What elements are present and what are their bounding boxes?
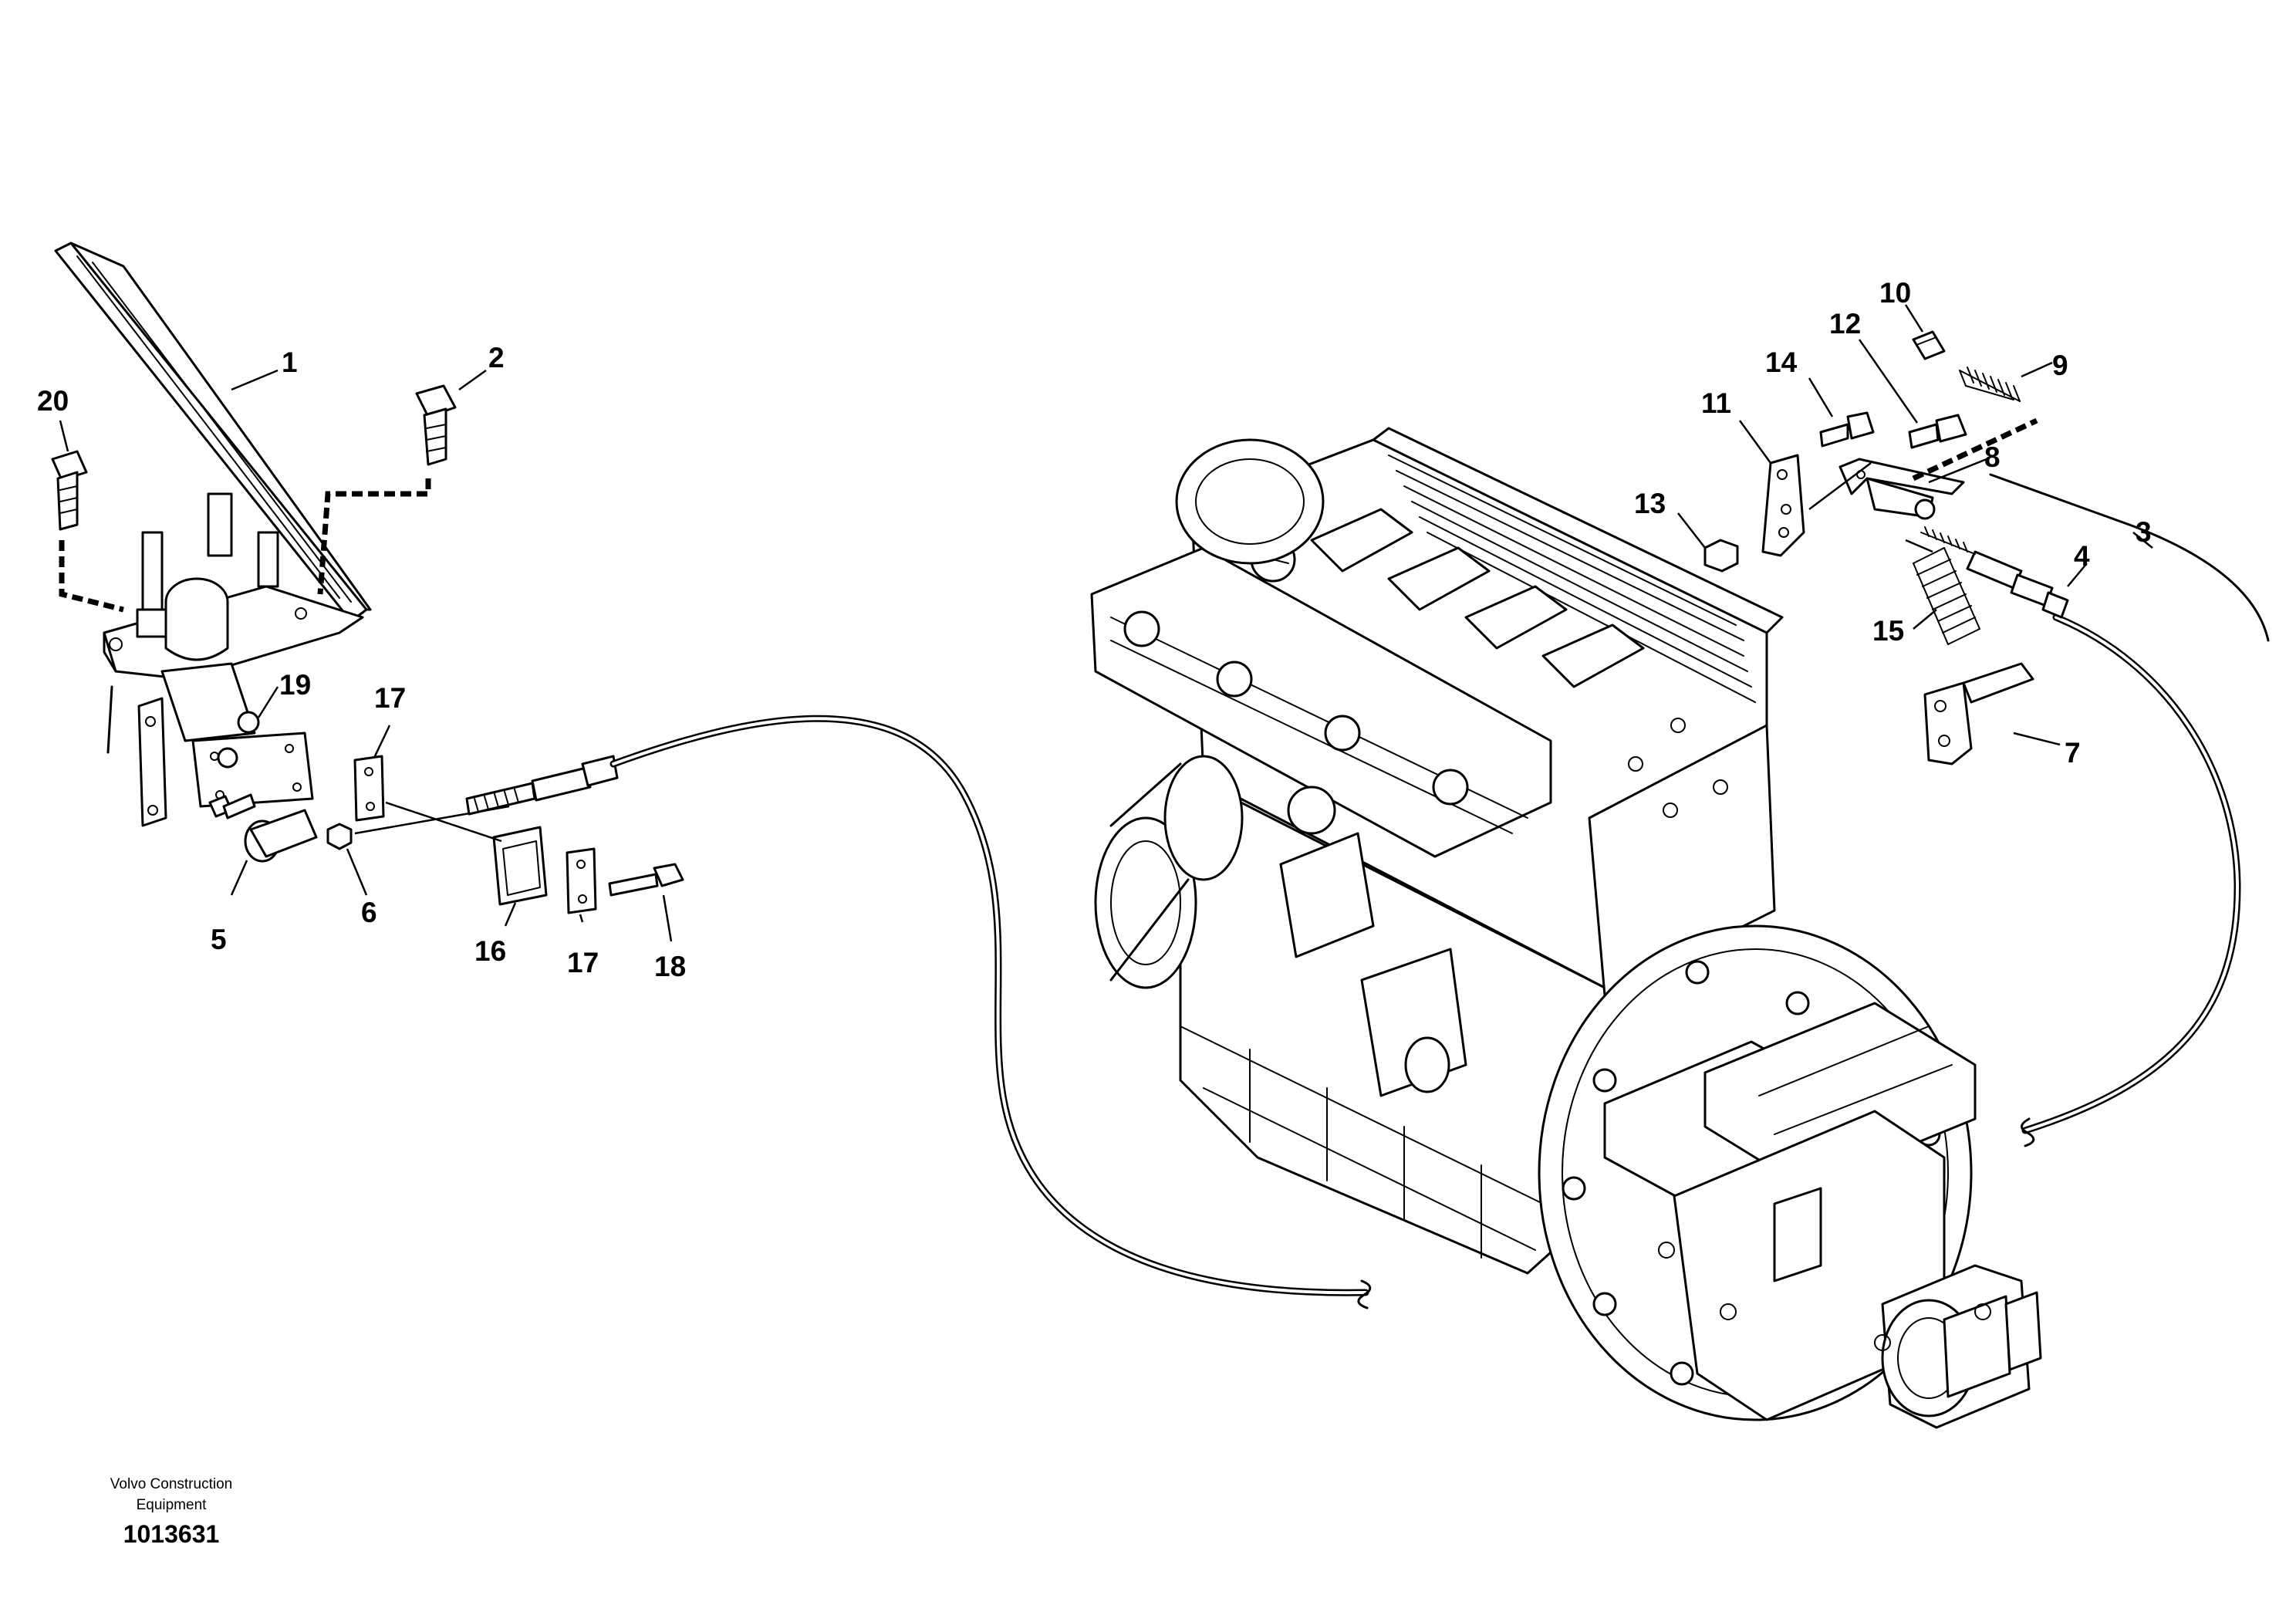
nut-6 (326, 823, 353, 850)
brand-label: Volvo Construction Equipment (86, 1474, 256, 1516)
bolt-20 (51, 450, 88, 531)
spring-9 (1959, 367, 2021, 402)
callout-1: 1 (282, 346, 298, 378)
throttle-cable-engine-end (2021, 613, 2241, 1134)
drawing-number: 1013631 (123, 1520, 220, 1548)
cable-fitting-4 (1920, 526, 2069, 619)
callout-18: 18 (654, 951, 686, 982)
callout-9: 9 (2052, 350, 2068, 381)
spring-15 (1913, 547, 1980, 645)
ball-joint-5 (208, 793, 318, 863)
nut-19 (237, 711, 260, 734)
callout-12: 12 (1829, 308, 1861, 340)
bracket-7 (1923, 662, 2034, 765)
callout-10: 10 (1879, 277, 1911, 309)
callout-4: 4 (2074, 540, 2090, 572)
callout-2: 2 (488, 342, 505, 373)
bolt-2 (415, 384, 457, 466)
bracket-8 (1838, 458, 1965, 520)
shim-17-upper (353, 755, 385, 822)
mounting-plate (191, 732, 314, 808)
cable-outer-3 (1989, 473, 2270, 642)
callout-6: 6 (361, 897, 377, 928)
bolt-14 (1819, 411, 1875, 448)
nut-13 (1703, 539, 1739, 573)
callout-13: 13 (1634, 488, 1666, 519)
callout-20: 20 (37, 385, 69, 417)
bracket-11 (1761, 454, 1805, 557)
callout-16: 16 (474, 935, 506, 967)
brand-line-2: Equipment (136, 1497, 207, 1513)
engine (1090, 427, 2042, 1429)
callout-7: 7 (2065, 737, 2081, 769)
callout-8: 8 (1984, 441, 2001, 473)
link-path (1912, 417, 2038, 482)
accelerator-pedal (54, 242, 372, 827)
cable-end-pedal (465, 755, 619, 816)
nut-10 (1912, 330, 1946, 360)
brand-line-1: Volvo Construction (110, 1476, 233, 1492)
bolt-20-install-path (59, 540, 124, 613)
callout-17-upper: 17 (374, 682, 406, 714)
bolt-2-install-path (317, 478, 431, 595)
callout-19: 19 (279, 669, 311, 701)
callout-11: 11 (1701, 387, 1731, 419)
bolt-12 (1908, 414, 1967, 449)
cable-clamp-16 (492, 826, 548, 906)
callout-3: 3 (2136, 516, 2152, 548)
leader-lines (59, 304, 2153, 942)
callout-15: 15 (1872, 615, 1904, 647)
callout-17-lower: 17 (567, 947, 599, 978)
callout-14: 14 (1765, 346, 1798, 378)
bolt-18 (608, 863, 684, 897)
callout-5: 5 (211, 924, 227, 955)
shim-17-lower (566, 847, 597, 914)
